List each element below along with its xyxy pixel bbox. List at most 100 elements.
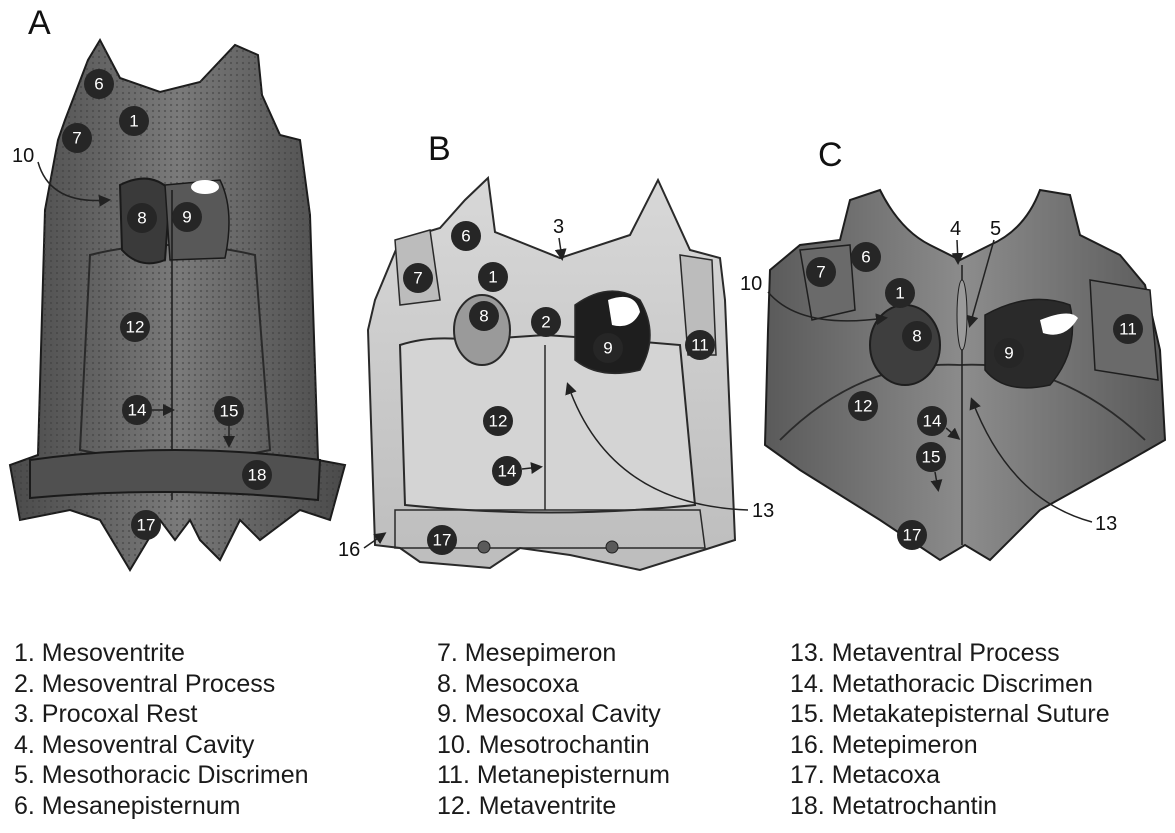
svg-text:17: 17 xyxy=(903,526,922,545)
panel-a-badge-14: 14 xyxy=(122,395,152,425)
panel-b-badge-11: 11 xyxy=(685,330,715,360)
thorax-diagram: A 6 1 7 8 9 12 14 15 18 17 10 B xyxy=(0,0,1175,600)
panel-b-letter: B xyxy=(428,130,451,168)
svg-text:17: 17 xyxy=(433,531,452,550)
panel-c-letter: C xyxy=(818,136,843,174)
panel-a-badge-9: 9 xyxy=(172,202,202,232)
svg-text:8: 8 xyxy=(479,307,488,326)
panel-b-badge-8: 8 xyxy=(469,301,499,331)
legend-item: 12. Metaventrite xyxy=(437,791,670,822)
legend-item: 16. Metepimeron xyxy=(790,730,1110,761)
panel-a: A 6 1 7 8 9 12 14 15 18 17 10 xyxy=(10,4,345,570)
svg-text:14: 14 xyxy=(923,412,942,431)
svg-text:18: 18 xyxy=(248,466,267,485)
panel-b: B 6 7 1 8 2 9 11 12 14 17 3 13 16 xyxy=(338,130,774,570)
legend-item: 5. Mesothoracic Discrimen xyxy=(14,760,309,791)
panel-c-badge-8: 8 xyxy=(902,321,932,351)
panel-a-badge-8: 8 xyxy=(127,203,157,233)
svg-text:1: 1 xyxy=(895,284,904,303)
svg-text:14: 14 xyxy=(498,462,517,481)
svg-text:12: 12 xyxy=(854,397,873,416)
legend-column-2: 7. Mesepimeron 8. Mesocoxa 9. Mesocoxal … xyxy=(437,638,670,821)
legend-item: 17. Metacoxa xyxy=(790,760,1110,791)
svg-text:1: 1 xyxy=(488,268,497,287)
svg-text:12: 12 xyxy=(489,412,508,431)
svg-text:2: 2 xyxy=(541,313,550,332)
panel-b-arrow-3 xyxy=(559,238,562,258)
panel-b-badge-9: 9 xyxy=(593,333,623,363)
panel-c-badge-12: 12 xyxy=(848,391,878,421)
svg-text:7: 7 xyxy=(816,263,825,282)
panel-c-callout-5: 5 xyxy=(990,218,1001,240)
svg-text:14: 14 xyxy=(128,401,147,420)
legend-item: 6. Mesanepisternum xyxy=(14,791,309,822)
panel-c-badge-7: 7 xyxy=(806,257,836,287)
panel-c-callout-10: 10 xyxy=(740,273,762,295)
panel-c-specimen xyxy=(765,190,1165,560)
svg-text:9: 9 xyxy=(182,208,191,227)
legend-item: 15. Metakatepisternal Suture xyxy=(790,699,1110,730)
panel-b-specimen xyxy=(368,178,735,570)
panel-c-badge-6: 6 xyxy=(851,242,881,272)
panel-b-badge-14: 14 xyxy=(492,456,522,486)
svg-text:15: 15 xyxy=(220,402,239,421)
svg-text:17: 17 xyxy=(137,516,156,535)
legend-item: 4. Mesoventral Cavity xyxy=(14,730,309,761)
svg-text:8: 8 xyxy=(137,209,146,228)
svg-text:7: 7 xyxy=(72,129,81,148)
panel-a-badge-15: 15 xyxy=(214,396,244,426)
svg-text:11: 11 xyxy=(691,336,709,355)
legend-item: 10. Mesotrochantin xyxy=(437,730,670,761)
panel-b-callout-16: 16 xyxy=(338,539,360,561)
panel-a-badge-17: 17 xyxy=(131,510,161,540)
legend-item: 3. Procoxal Rest xyxy=(14,699,309,730)
panel-a-callout-10: 10 xyxy=(12,145,34,167)
legend-item: 9. Mesocoxal Cavity xyxy=(437,699,670,730)
panel-a-letter: A xyxy=(28,4,51,42)
panel-c-arrow-4 xyxy=(957,240,958,262)
svg-text:8: 8 xyxy=(912,327,921,346)
svg-text:9: 9 xyxy=(603,339,612,358)
panel-a-badge-18: 18 xyxy=(242,460,272,490)
panel-b-badge-2: 2 xyxy=(531,307,561,337)
svg-text:9: 9 xyxy=(1004,344,1013,363)
legend-column-3: 13. Metaventral Process 14. Metathoracic… xyxy=(790,638,1110,821)
svg-text:1: 1 xyxy=(129,112,138,131)
panel-c-badge-15: 15 xyxy=(916,442,946,472)
panel-a-badge-12: 12 xyxy=(120,312,150,342)
panel-a-badge-6: 6 xyxy=(84,69,114,99)
panel-b-callout-3: 3 xyxy=(553,216,564,238)
svg-text:7: 7 xyxy=(413,269,422,288)
legend-item: 7. Mesepimeron xyxy=(437,638,670,669)
svg-text:11: 11 xyxy=(1119,320,1137,339)
legend-column-1: 1. Mesoventrite 2. Mesoventral Process 3… xyxy=(14,638,309,821)
panel-c: C 7 6 1 8 9 11 12 14 15 17 4 5 10 13 xyxy=(740,136,1165,560)
legend-item: 13. Metaventral Process xyxy=(790,638,1110,669)
panel-c-callout-13: 13 xyxy=(1095,513,1117,535)
legend-item: 1. Mesoventrite xyxy=(14,638,309,669)
panel-b-badge-7: 7 xyxy=(403,263,433,293)
legend-item: 18. Metatrochantin xyxy=(790,791,1110,822)
panel-c-badge-1: 1 xyxy=(885,278,915,308)
legend-item: 14. Metathoracic Discrimen xyxy=(790,669,1110,700)
panel-b-badge-1: 1 xyxy=(478,262,508,292)
panel-a-badge-7: 7 xyxy=(62,123,92,153)
panel-a-specimen xyxy=(10,40,345,570)
panel-c-callout-4: 4 xyxy=(950,218,961,240)
panel-b-badge-6: 6 xyxy=(451,221,481,251)
svg-text:6: 6 xyxy=(94,75,103,94)
panel-c-badge-11: 11 xyxy=(1113,314,1143,344)
svg-text:6: 6 xyxy=(861,248,870,267)
legend-item: 11. Metanepisternum xyxy=(437,760,670,791)
svg-text:12: 12 xyxy=(126,318,145,337)
legend: 1. Mesoventrite 2. Mesoventral Process 3… xyxy=(0,638,1175,833)
panel-c-badge-9: 9 xyxy=(994,338,1024,368)
legend-item: 2. Mesoventral Process xyxy=(14,669,309,700)
legend-item: 8. Mesocoxa xyxy=(437,669,670,700)
panel-b-badge-12: 12 xyxy=(483,406,513,436)
svg-text:6: 6 xyxy=(461,227,470,246)
panel-b-badge-17: 17 xyxy=(427,525,457,555)
panel-a-badge-1: 1 xyxy=(119,106,149,136)
panel-c-badge-14: 14 xyxy=(917,406,947,436)
svg-text:15: 15 xyxy=(922,448,941,467)
